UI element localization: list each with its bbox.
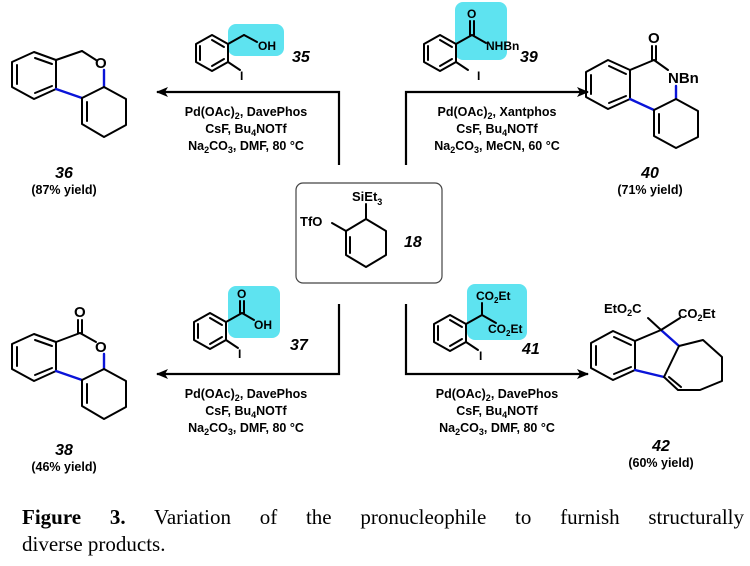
ester-bottom-label: CO2Et (488, 322, 522, 338)
arrow-top-left (156, 87, 341, 165)
yield-38: (46% yield) (31, 460, 96, 474)
cyclohexene-ring (331, 203, 387, 268)
reagent-37: O OH I 37 (193, 286, 309, 361)
triflate-label: TfO (300, 214, 322, 229)
pronucleophile-highlight (455, 2, 507, 60)
carbonyl-label: O (74, 304, 86, 321)
ester-left-label: EtO2C (604, 301, 642, 318)
iodide-label: I (238, 347, 241, 361)
pronucleophile-highlight (228, 24, 284, 56)
reaction-scheme: SiEt3 TfO 18 Pd(OAc)2, DavePhos CsF, Bu4… (11, 2, 723, 474)
condition-line: Pd(OAc)2, DavePhos (436, 387, 558, 403)
compound-id-36: 36 (55, 165, 73, 182)
conditions-bottom-right: Pd(OAc)2, DavePhos CsF, Bu4NOTf Na2CO3, … (436, 387, 558, 437)
arrow-top-right (404, 87, 589, 165)
conditions-top-left: Pd(OAc)2, DavePhos CsF, Bu4NOTf Na2CO3, … (185, 105, 307, 155)
figure-caption: Figure 3. Variation of the pronucleophil… (22, 504, 744, 558)
condition-line: Pd(OAc)2, DavePhos (185, 387, 307, 403)
compound-id-41: 41 (521, 341, 540, 358)
caption-text-2: diverse products. (22, 532, 166, 556)
iodide-label: I (240, 69, 243, 83)
group-label: OH (254, 318, 272, 332)
ester-top-label: CO2Et (476, 289, 510, 305)
compound-id-39: 39 (520, 49, 538, 66)
group-label: OH (258, 39, 276, 53)
iodide-label: I (479, 349, 482, 363)
conditions-top-right: Pd(OAc)2, Xantphos CsF, Bu4NOTf Na2CO3, … (434, 105, 559, 155)
compound-id-40: 40 (640, 165, 659, 182)
condition-line: Pd(OAc)2, Xantphos (438, 105, 557, 121)
starting-material-18: SiEt3 TfO 18 (295, 182, 443, 284)
compound-id-35: 35 (292, 49, 311, 66)
caption-label: Figure 3. (22, 505, 126, 529)
condition-line: CsF, Bu4NOTf (456, 404, 538, 420)
starting-material-box (295, 182, 443, 284)
caption-line-1: Figure 3. Variation of the pronucleophil… (22, 504, 744, 531)
arrow-bottom-left (156, 304, 341, 379)
heteroatom-label: O (95, 55, 107, 72)
condition-line: CsF, Bu4NOTf (205, 122, 287, 138)
product-38: O O 38 (46% yield) (11, 304, 127, 474)
condition-line: Na2CO3, DMF, 80 °C (188, 421, 304, 437)
group-label: NHBn (486, 39, 519, 53)
yield-42: (60% yield) (628, 456, 693, 470)
compound-id-37: 37 (290, 337, 309, 354)
condition-line: Pd(OAc)2, DavePhos (185, 105, 307, 121)
heteroatom-label: NBn (668, 70, 699, 87)
conditions-bottom-left: Pd(OAc)2, DavePhos CsF, Bu4NOTf Na2CO3, … (185, 387, 307, 437)
silyl-label: SiEt3 (352, 189, 382, 207)
yield-36: (87% yield) (31, 183, 96, 197)
product-42: EtO2C CO2Et 42 (60% yield) (590, 301, 723, 470)
condition-line: Na2CO3, MeCN, 60 °C (434, 139, 559, 155)
reagent-41: CO2Et CO2Et I 41 (433, 284, 540, 363)
condition-line: Na2CO3, DMF, 80 °C (439, 421, 555, 437)
ester-right-label: CO2Et (678, 306, 716, 323)
product-40: O NBn 40 (71% yield) (585, 30, 699, 197)
condition-line: Na2CO3, DMF, 80 °C (188, 139, 304, 155)
carbonyl-label: O (237, 287, 246, 301)
carbonyl-label: O (648, 30, 660, 47)
reagent-39: O NHBn I 39 (423, 2, 538, 83)
pronucleophile-highlight (467, 284, 527, 340)
condition-line: CsF, Bu4NOTf (205, 404, 287, 420)
condition-line: CsF, Bu4NOTf (456, 122, 538, 138)
product-36: O 36 (87% yield) (11, 50, 127, 197)
caption-text-1: Variation of the pronucleophile to furni… (153, 505, 744, 529)
compound-id-18: 18 (404, 234, 422, 251)
compound-id-38: 38 (55, 442, 73, 459)
reagent-35: OH I 35 (195, 24, 311, 83)
arrow-bottom-right (404, 304, 589, 379)
carbonyl-label: O (467, 7, 476, 21)
heteroatom-label: O (95, 339, 107, 356)
iodide-label: I (477, 69, 480, 83)
pronucleophile-highlight (228, 286, 280, 338)
yield-40: (71% yield) (617, 183, 682, 197)
compound-id-42: 42 (651, 438, 670, 455)
